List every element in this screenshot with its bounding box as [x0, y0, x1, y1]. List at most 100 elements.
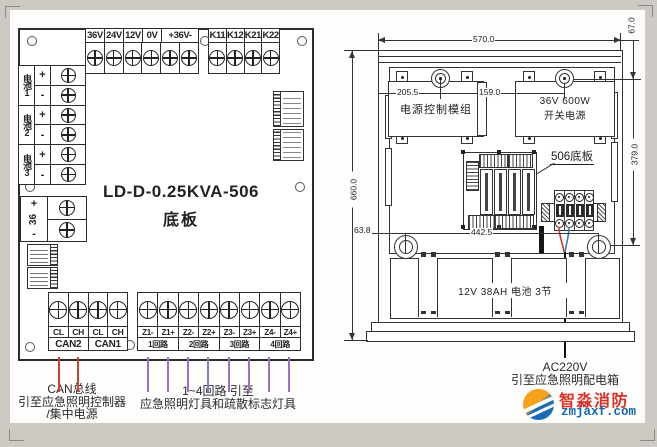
switching-power-supply-label: 36V 600W 开关电源 — [516, 82, 614, 136]
pcb-label: 506底板 — [550, 148, 595, 165]
screw-icon — [49, 300, 68, 319]
ext-line — [564, 84, 565, 99]
cell-label: K11 — [209, 29, 227, 42]
cell-label: - — [40, 168, 45, 181]
cabinet-base-flange — [366, 331, 635, 342]
aux-36v-labels: + 36 - — [21, 197, 48, 241]
circuit-breaker — [554, 190, 594, 231]
screw-terminal-cell — [179, 293, 200, 326]
screw-icon — [59, 199, 75, 216]
cell-label: 4回路 — [270, 339, 290, 349]
dim-660: 660.0 — [349, 171, 359, 208]
screw-icon — [60, 147, 76, 163]
loop-wire — [288, 357, 290, 392]
screw-terminal-cell — [51, 106, 85, 126]
breaker-screw — [585, 219, 594, 228]
corner-mark-bottom-right — [640, 429, 655, 441]
pcb-terminal-strip — [494, 215, 534, 229]
battery-terminal — [569, 252, 574, 257]
cell-label: CAN2 — [49, 338, 89, 350]
screw-terminal-cell — [124, 43, 143, 73]
breaker-screw — [565, 193, 574, 202]
screw-icon — [108, 300, 127, 319]
psu-label-line2: 开关电源 — [544, 111, 586, 122]
screw-icon — [260, 300, 279, 319]
cabinet-top-rail — [378, 56, 621, 57]
screw-terminal-cell — [220, 293, 240, 326]
ext-line — [440, 80, 441, 99]
cell-label: 36V — [86, 29, 105, 42]
battery-foot — [431, 311, 436, 314]
jumper-pin-column — [50, 245, 57, 265]
k-screws-row — [209, 43, 279, 73]
cell-label: CAN1 — [94, 338, 121, 350]
cell-label: - — [35, 86, 50, 106]
pcb-relay — [522, 169, 535, 215]
screw-terminal-cell — [244, 43, 263, 73]
jumper-pins — [30, 270, 48, 286]
battery-terminal — [505, 252, 510, 257]
screw-icon — [162, 50, 179, 66]
dim-arrow — [614, 37, 621, 43]
pcb-relay — [494, 169, 507, 215]
can-bus-wire — [77, 357, 79, 392]
ext-line — [405, 233, 406, 246]
screw-icon — [209, 50, 226, 66]
cell-label: 1回路 — [138, 338, 179, 350]
breaker-switch — [585, 204, 594, 217]
breaker-switch — [575, 204, 584, 217]
cable-duct — [539, 226, 544, 253]
pcb-connector — [466, 161, 479, 191]
plate-mount-circle — [587, 235, 611, 259]
screw-terminal-cell — [88, 293, 109, 326]
screw-icon — [60, 167, 76, 183]
screw-icon — [244, 50, 261, 66]
screw-terminal-cell — [199, 293, 220, 326]
can-groups-row: CAN2 CAN1 — [49, 338, 127, 350]
screw-terminal-cell — [51, 165, 85, 184]
screw-terminal-cell — [138, 293, 159, 326]
can-bus-wire — [58, 357, 60, 392]
cell-label: 12V — [124, 29, 143, 42]
ext-line — [344, 50, 378, 51]
board-subtitle: 底板 — [162, 212, 199, 229]
dim-line-570 — [378, 40, 621, 41]
pcb-relay — [480, 169, 493, 215]
jumper-connector — [27, 267, 58, 289]
dim-67: 67.0 — [627, 11, 637, 40]
mounting-hole — [295, 182, 305, 192]
plate-mount-circle — [394, 235, 418, 259]
cell-label: 24V — [105, 29, 124, 42]
cell-label: Z2+ — [199, 327, 220, 337]
cell-label: Z4- — [260, 327, 281, 337]
cell-label: K21 — [244, 29, 263, 42]
dim-line-modules — [379, 93, 564, 94]
screw-terminal-cell — [209, 43, 227, 73]
screw-icon — [159, 300, 178, 319]
plate-bracket — [385, 148, 392, 206]
dim-63-8: 63.8 — [353, 225, 372, 235]
pin-header-connector — [273, 129, 304, 161]
screw-icon — [88, 300, 107, 319]
loop-wire — [268, 357, 270, 392]
aux-plus-label: + — [30, 198, 38, 210]
loop-wire — [167, 357, 169, 392]
battery-terminal — [579, 252, 584, 257]
power-control-module-label: 电源控制模组 — [400, 104, 472, 116]
mounting-hole — [297, 36, 307, 46]
vendor-logo: 智淼消防 zmjaxf.com — [523, 388, 643, 422]
board-title: LD-D-0.25KVA-506 — [102, 182, 259, 201]
can-note-line: 引至应急照明控制器 — [17, 394, 126, 409]
screw-icon — [240, 300, 259, 319]
battery-foot — [421, 311, 426, 314]
dim-arrow — [630, 238, 636, 245]
screw-icon — [199, 300, 218, 319]
battery-terminal — [495, 252, 500, 257]
pcb-corner-dot — [497, 150, 501, 154]
screw-icon — [138, 300, 157, 319]
dim-arrow — [378, 37, 385, 43]
